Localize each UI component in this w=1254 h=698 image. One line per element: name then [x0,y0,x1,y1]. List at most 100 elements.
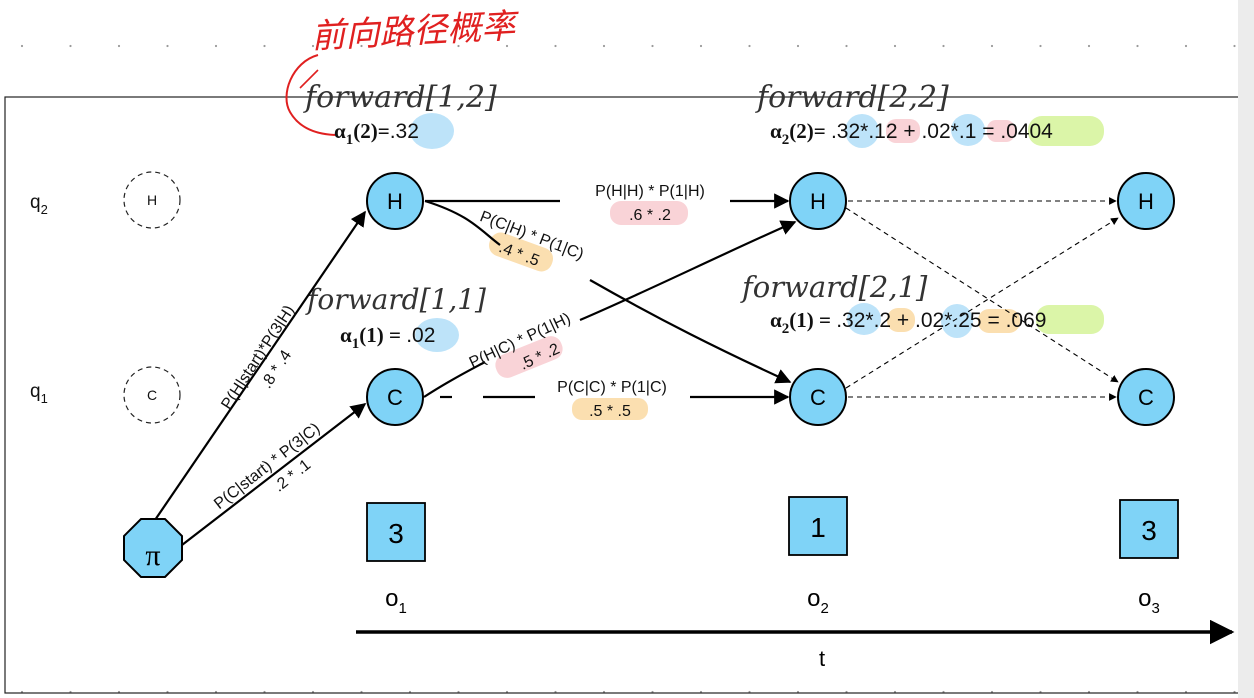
grid-dot [602,44,606,48]
grid-dot [845,44,848,48]
grid-dot [263,44,266,48]
observation-value-2: 1 [810,512,826,543]
edge-label-start-c-group: P(C|start) * P(3|C) .2 * .1 [211,420,323,513]
node-h-t3-label: H [1138,189,1154,214]
grid-dot [942,44,945,48]
grid-dot [505,44,509,48]
edge-pi-h1 [154,210,366,521]
edge-label-hh: P(H|H) * P(1|H) [595,183,705,200]
grid-dot [699,44,703,48]
grid-dot [20,44,24,48]
highlights [410,113,1104,420]
red-bracket-curve [285,54,336,136]
node-h-t2[interactable] [789,172,847,230]
hl-a2-2-t4 [987,120,1015,142]
node-c-t2-label: C [810,385,826,410]
chinese-annotation: 前向路径概率 [310,6,521,57]
hl-ch-calc [488,232,554,272]
observation-box-1 [366,502,426,562]
hl-a1-1 [415,318,459,352]
hl-a2-2-t3 [951,114,985,146]
hl-a2-2-res [1028,116,1104,146]
observations: 3 o1 1 o2 3 o3 [366,496,1179,617]
observation-label-2: o2 [807,585,829,617]
node-h-t3[interactable] [1117,172,1175,230]
hl-a2-1-t4 [978,309,1020,333]
node-c-t2[interactable] [789,368,847,426]
grid-dot [1184,44,1188,48]
edge-c1-h2-b [579,220,797,322]
edge-h1-c2-b [589,279,792,384]
hl-cc-calc [572,398,648,420]
grid-dot [1233,44,1236,48]
alpha-2-2: α2(2)= .32*.12 + .02*.1 = .0404 [770,119,1053,148]
node-c-t1[interactable] [366,368,424,426]
grid-dot [651,44,654,48]
edge-label-start-h-group: P(H|start)*P(3|H) .8 * .4 [218,302,298,412]
grid-dot [748,44,751,48]
edge-pi-c1 [181,403,367,546]
observation-value-3: 3 [1141,515,1157,546]
node-c-t1-label: C [387,385,403,410]
ghost-state-c-label: C [147,387,157,403]
observation-label-3: o3 [1138,585,1160,617]
hl-a2-2-t1 [845,114,879,148]
grid-dot [1039,44,1042,48]
edge-h1-c2 [424,199,501,246]
right-shadow-strip [1238,0,1254,698]
node-c-t3-label: C [1138,385,1154,410]
hl-hc-calc [495,336,563,378]
forward-1-2-label: forward[1,2] [303,80,497,115]
solid-edges [154,193,797,546]
ghost-state-h-label: H [147,192,157,208]
hl-hh-calc [610,201,688,225]
grid-dot [1136,44,1139,48]
edge-c1-h2 [423,361,486,398]
grid-dot [117,44,121,48]
observation-label-1: o1 [385,585,407,617]
forward-1-1-label: forward[1,1] [305,283,486,316]
grid-dot [1087,44,1091,48]
grid-dot [214,44,218,48]
state-label-q2: q2 [30,192,48,217]
grid-dot [166,44,169,48]
state-label-q1: q1 [30,381,48,406]
node-c-t3[interactable] [1117,368,1175,426]
grid-dot [69,44,72,48]
hl-a2-2-t2 [886,119,920,143]
hl-a1-2 [410,113,454,149]
observation-value-1: 3 [388,518,404,549]
ghost-state-c [123,366,181,424]
edge-calc-hh: .6 * .2 [629,207,671,224]
hl-a2-1-t3 [941,304,973,338]
observation-box-3 [1119,499,1179,559]
red-bracket-arrow [299,69,319,89]
edge-calc-cc: .5 * .5 [589,403,631,420]
grid-dot [990,44,994,48]
alpha-2-1: α2(1) = .32*.2 + .02*.25 = .069 [770,308,1046,337]
ghost-state-h [123,171,181,229]
hl-a2-1-t1 [847,303,881,335]
grid-dot [796,44,800,48]
grid-dot [457,44,460,48]
node-h-t2-label: H [810,189,826,214]
start-node-pi[interactable] [123,518,183,578]
forward-2-2-label: forward[2,2] [755,80,949,115]
node-h-t1-label: H [387,189,403,214]
grid-dot [554,44,557,48]
grid-dot [893,44,897,48]
hl-a2-1-res [1036,305,1104,334]
grid-dot [360,44,363,48]
edge-label-cc: P(C|C) * P(1|C) [557,379,667,396]
alpha-1-1: α1(1) = .02 [340,323,435,352]
grid-dot [311,44,315,48]
alpha-1-2: α1(2)=.32 [334,119,419,148]
grid-dot [408,44,412,48]
time-axis-label: t [819,646,825,671]
observation-box-2 [788,496,848,556]
node-h-t1[interactable] [366,172,424,230]
state-nodes: H C H C H C [366,172,1175,426]
start-node-pi-label: π [145,539,160,572]
forward-2-1-label: forward[2,1] [740,270,928,304]
